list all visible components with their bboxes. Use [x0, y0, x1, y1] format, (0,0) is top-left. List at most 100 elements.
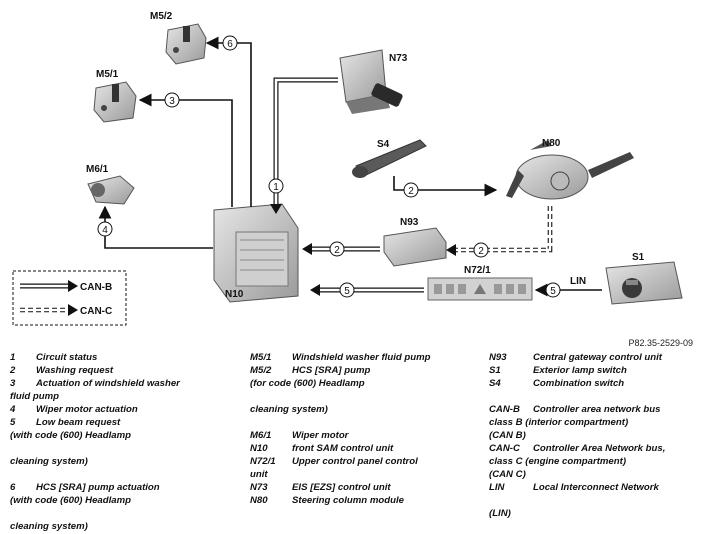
legend-key: 3 [10, 378, 16, 389]
label-lin: LIN [570, 276, 586, 287]
legend-row: 6 HCS [SRA] pump actuation [10, 482, 240, 495]
signal-marker-2-s4: 2 [403, 182, 419, 198]
signal-marker-6: 6 [222, 35, 238, 51]
legend-row [10, 469, 240, 482]
legend-text: class B (interior compartment) [489, 417, 629, 428]
signal-line-6 [205, 36, 252, 207]
pump-m5-2-icon [165, 23, 207, 65]
legend-text: Windshield washer fluid pump [292, 352, 431, 363]
legend-key: N72/1 [250, 456, 276, 467]
legend-key: N73 [250, 482, 268, 493]
legend-text: Exterior lamp switch [533, 365, 627, 376]
legend-text: cleaning system) [10, 521, 88, 532]
signal-marker-4: 4 [97, 221, 113, 237]
legend-text: HCS [SRA] pump [292, 365, 371, 376]
label-n73: N73 [389, 53, 408, 64]
signal-marker-3: 3 [164, 92, 180, 108]
signal-line-2-can-c-inner [452, 206, 552, 252]
legend-text: Upper control panel control [292, 456, 418, 467]
legend-key: 1 [10, 352, 16, 363]
key-can-c: CAN-C [80, 306, 112, 317]
legend-key: N93 [489, 352, 507, 363]
legend-row: (for code (600) Headlamp [250, 378, 480, 391]
signal-line-3 [138, 93, 233, 207]
legend-text: class C (engine compartment) [489, 456, 627, 467]
legend-row: class C (engine compartment) [489, 456, 699, 469]
legend-text: fluid pump [10, 391, 60, 402]
legend-row: N10 front SAM control unit [250, 443, 480, 456]
legend-key: CAN-B [489, 404, 520, 415]
arrowhead-1 [270, 204, 282, 214]
svg-text:2: 2 [478, 246, 484, 257]
legend-key: N10 [250, 443, 268, 454]
legend-row: (CAN C) [489, 469, 699, 482]
legend-row: cleaning system) [10, 521, 240, 534]
svg-text:1: 1 [273, 182, 279, 193]
svg-text:4: 4 [102, 225, 108, 236]
svg-text:2: 2 [408, 186, 414, 197]
arrowhead-2-can-c [446, 244, 456, 256]
legend-text: Central gateway control unit [533, 352, 663, 363]
legend-row: S1 Exterior lamp switch [489, 365, 699, 378]
signal-marker-2-can-b: 2 [329, 241, 345, 257]
arrowhead-2-can-b [302, 243, 312, 255]
legend-row: class B (interior compartment) [489, 417, 699, 430]
legend-text: cleaning system) [250, 404, 328, 415]
legend-row: (LIN) [489, 508, 699, 521]
legend-key: 6 [10, 482, 16, 493]
legend-text: Steering column module [292, 495, 404, 506]
legend-text: (LIN) [489, 508, 511, 519]
bus-key: CAN-B CAN-C [12, 270, 127, 326]
ignition-n73-icon [339, 49, 403, 114]
label-n93: N93 [400, 217, 419, 228]
legend-text: front SAM control unit [292, 443, 394, 454]
key-can-b: CAN-B [80, 282, 112, 293]
legend-text: Washing request [36, 365, 114, 376]
legend-row: N93 Central gateway control unit [489, 352, 699, 365]
legend-row [250, 391, 480, 404]
figure-reference: P82.35-2529-09 [628, 338, 693, 348]
legend-key: S1 [489, 365, 501, 376]
legend-key: M5/1 [250, 352, 272, 363]
label-s4: S4 [377, 139, 390, 150]
legend-text: (CAN C) [489, 469, 526, 480]
legend-row: fluid pump [10, 391, 240, 404]
legend-row [489, 391, 699, 404]
gateway-n93-icon [383, 227, 447, 267]
legend-key: 4 [10, 404, 16, 415]
legend-text: cleaning system) [10, 456, 88, 467]
control-panel-n72-1-icon [427, 277, 533, 301]
arrowhead-5-can-b [310, 284, 320, 296]
legend-key: CAN-C [489, 443, 520, 454]
signal-line-1-inner [274, 78, 338, 210]
legend-text: (with code (600) Headlamp [10, 430, 132, 441]
legend-text: HCS [SRA] pump actuation [36, 482, 160, 493]
legend-text: Combination switch [533, 378, 625, 389]
wiring-diagram: M5/2 M5/1 N73 S4 N80 M6/1 [12, 11, 683, 326]
svg-text:6: 6 [227, 39, 233, 50]
svg-text:5: 5 [344, 286, 350, 297]
sam-n10-icon [213, 203, 299, 303]
label-m5-2: M5/2 [150, 11, 173, 22]
legend-text: Local Interconnect Network [533, 482, 659, 493]
legend-row [10, 443, 240, 456]
legend-key: S4 [489, 378, 501, 389]
label-s1: S1 [632, 252, 645, 263]
legend-row: 4 Wiper motor actuation [10, 404, 240, 417]
legend-text: Wiper motor actuation [36, 404, 138, 415]
legend-row: unit [250, 469, 480, 482]
svg-text:5: 5 [550, 286, 556, 297]
signal-line-1-outer [273, 77, 338, 210]
svg-text:3: 3 [169, 96, 175, 107]
pump-m5-1-icon [93, 81, 137, 123]
legend-text: Wiper motor [292, 430, 349, 441]
